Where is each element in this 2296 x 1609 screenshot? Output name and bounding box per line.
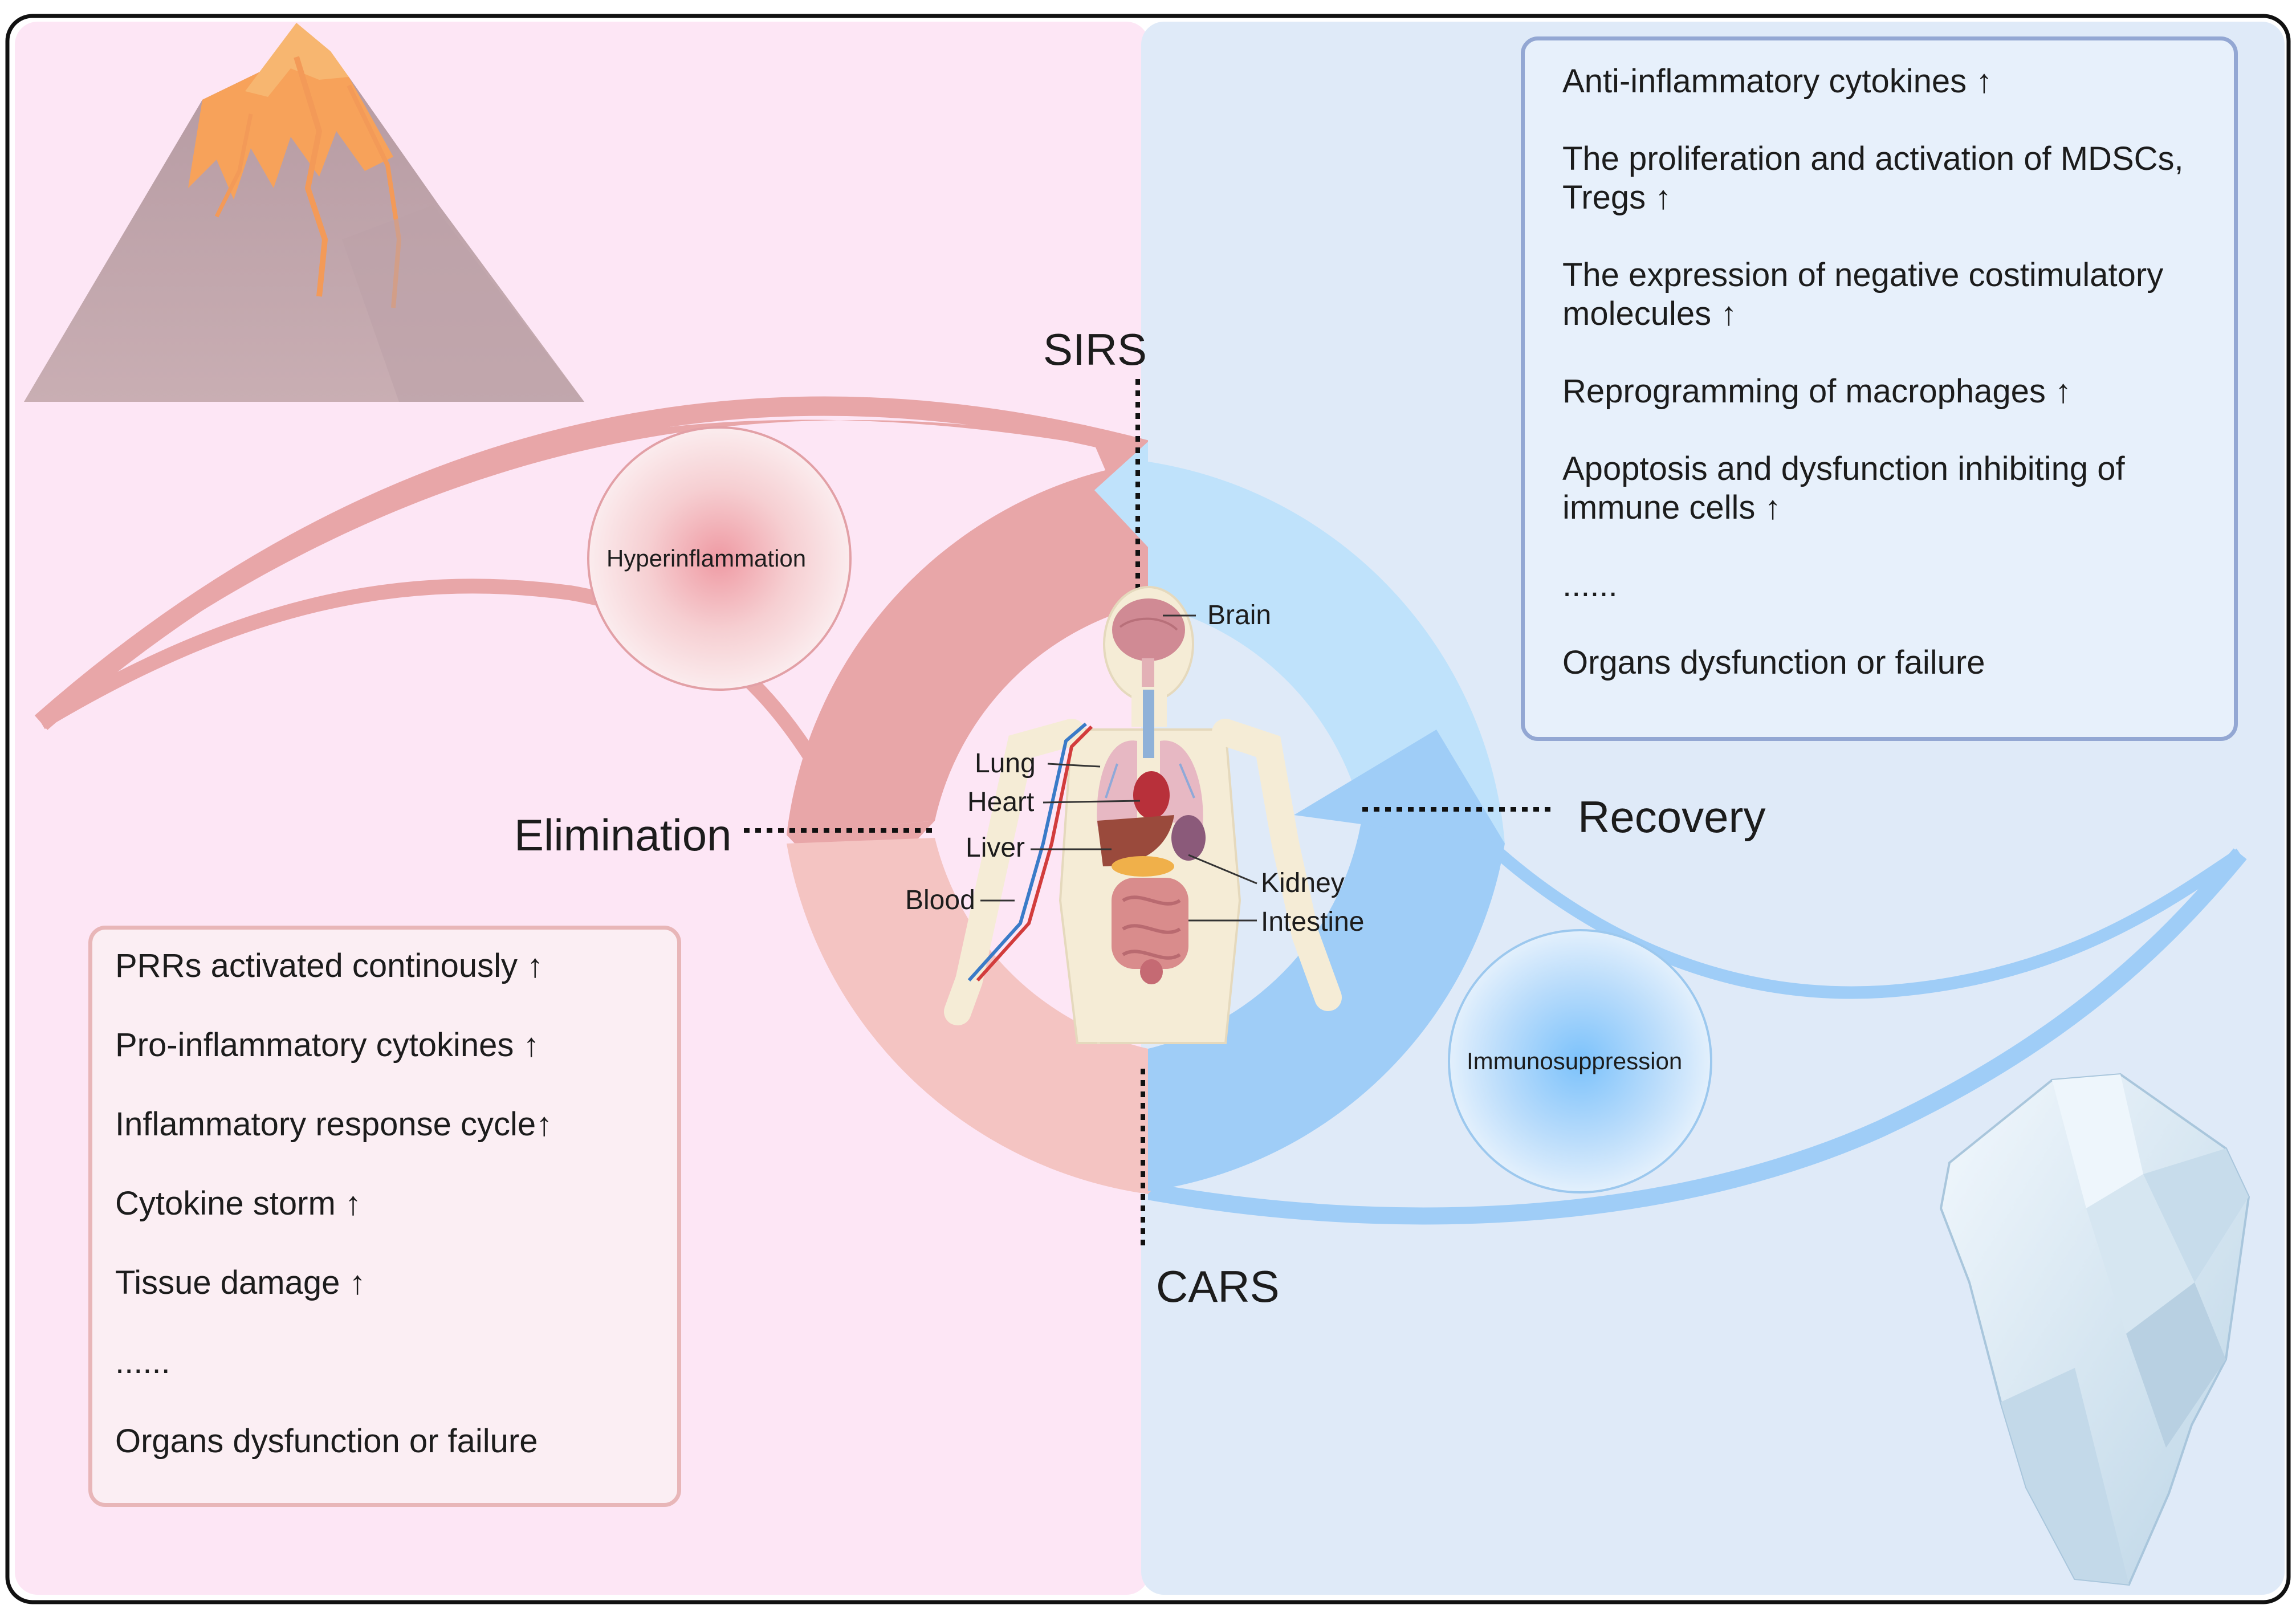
cars-features-box: Anti-inflammatory cytokines ↑ The prolif… — [1521, 36, 2238, 741]
organ-label-brain: Brain — [1207, 600, 1272, 630]
list-item: ...... — [115, 1343, 170, 1380]
inflammation-wave — [34, 396, 1148, 864]
list-item: Pro-inflammatory cytokines ↑ — [115, 1026, 540, 1064]
list-item: Organs dysfunction or failure — [1562, 644, 1985, 681]
elimination-label: Elimination — [514, 810, 732, 860]
organ-label-heart: Heart — [967, 787, 1035, 817]
human-body-organs-icon — [944, 586, 1342, 1044]
immunosuppression-label: Immunosuppression — [1467, 1048, 1683, 1074]
list-item: The proliferation and activation of MDSC… — [1562, 140, 2184, 216]
cars-label: CARS — [1156, 1261, 1280, 1311]
sirs-features-box: PRRs activated continously ↑ Pro-inflamm… — [88, 926, 681, 1507]
list-item: Reprogramming of macrophages ↑ — [1562, 373, 2071, 410]
list-item: Anti-inflammatory cytokines ↑ — [1562, 63, 1993, 100]
organ-label-lung: Lung — [975, 748, 1036, 779]
list-item: Apoptosis and dysfunction inhibiting of … — [1562, 450, 2125, 526]
list-item: Tissue damage ↑ — [115, 1264, 366, 1301]
organ-label-kidney: Kidney — [1261, 868, 1345, 898]
immunosuppression-wave — [1148, 805, 2247, 1225]
organ-label-liver: Liver — [966, 833, 1025, 863]
iceberg-icon — [1939, 1073, 2250, 1586]
cars-features-list: Anti-inflammatory cytokines ↑ The prolif… — [1562, 62, 2200, 682]
list-item: Cytokine storm ↑ — [115, 1185, 361, 1222]
list-item: PRRs activated continously ↑ — [115, 947, 544, 984]
hyperinflammation-bubble — [587, 426, 852, 691]
organ-label-blood: Blood — [905, 885, 975, 915]
volcano-icon — [24, 23, 584, 402]
recovery-label: Recovery — [1578, 792, 1766, 842]
organ-label-intestine: Intestine — [1261, 907, 1365, 937]
list-item: Organs dysfunction or failure — [115, 1423, 538, 1460]
list-item: ...... — [1562, 567, 1618, 604]
hyperinflammation-label: Hyperinflammation — [606, 545, 807, 572]
immunosuppression-bubble — [1448, 929, 1712, 1193]
sirs-label: SIRS — [1043, 324, 1147, 374]
list-item: The expression of negative costimulatory… — [1562, 256, 2164, 332]
sirs-features-list: PRRs activated continously ↑ Pro-inflamm… — [115, 947, 654, 1461]
list-item: Inflammatory response cycle↑ — [115, 1106, 553, 1143]
